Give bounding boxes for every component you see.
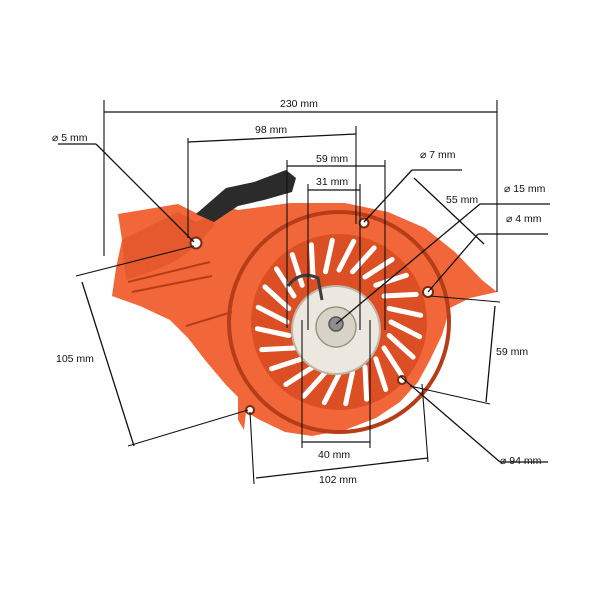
label-bottom-40: 40 mm (318, 449, 350, 461)
vent-slot (362, 257, 395, 280)
mount-hole-top (358, 217, 370, 229)
label-diag-55: 55 mm (446, 194, 478, 206)
vent-slot (362, 364, 370, 402)
vent-slot (255, 304, 290, 325)
mount-hole-bottom-right (397, 375, 407, 385)
label-hole-dia-7: ⌀ 7 mm (420, 149, 456, 161)
vent-slot (388, 319, 423, 340)
vent-slot (283, 364, 316, 387)
vent-slot (262, 284, 292, 311)
vent-slot (254, 326, 292, 338)
vent-slots (254, 237, 424, 407)
dimension-labels: 230 mm 98 mm 59 mm 31 mm ⌀ 7 mm ⌀ 15 mm … (52, 98, 546, 486)
vent-slot (381, 345, 404, 378)
vent-slot (321, 371, 342, 406)
label-inner-width-59: 59 mm (316, 153, 348, 165)
label-hole-dia-5: ⌀ 5 mm (52, 132, 88, 144)
label-dia-94: ⌀ 94 mm (500, 455, 542, 467)
label-overall-width: 230 mm (280, 98, 318, 110)
pulley-cover-ring (227, 210, 451, 434)
label-height-59: 59 mm (496, 346, 528, 358)
starter-handle-icon (196, 170, 296, 222)
vent-slot (373, 356, 389, 392)
vent-slot (259, 345, 297, 353)
label-inner-width-31: 31 mm (316, 176, 348, 188)
vent-slot (373, 272, 409, 288)
label-hole-dia-15: ⌀ 15 mm (504, 183, 546, 195)
left-wing-ribs (127, 261, 233, 327)
vent-slot (269, 356, 305, 372)
spring-clip (286, 273, 324, 301)
vent-slot (274, 266, 297, 299)
vent-slot (343, 369, 355, 407)
vent-slot (350, 245, 377, 275)
vent-slot (386, 306, 424, 318)
vent-slot (386, 333, 416, 360)
label-height-105: 105 mm (56, 353, 94, 365)
dimension-lines (58, 100, 550, 485)
vent-slot (381, 291, 419, 299)
vent-slot (308, 242, 316, 280)
vent-slot (289, 252, 305, 288)
vent-slot (336, 238, 357, 273)
housing-frame (122, 212, 214, 280)
vent-slot (323, 237, 335, 275)
label-hole-dia-4: ⌀ 4 mm (506, 213, 542, 225)
recoil-starter-housing (112, 203, 497, 436)
label-hole-spacing-top: 98 mm (255, 124, 287, 136)
label-bottom-102: 102 mm (319, 474, 357, 486)
vent-slot (301, 369, 328, 399)
